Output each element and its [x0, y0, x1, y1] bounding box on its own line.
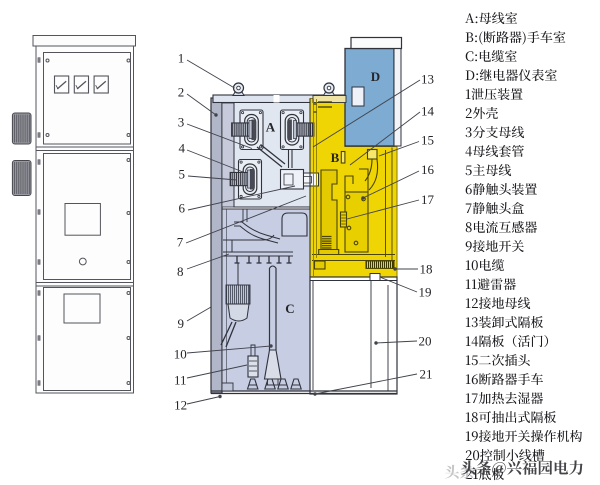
svg-text:17: 17: [421, 192, 435, 207]
svg-text:20: 20: [419, 334, 432, 349]
svg-text:2: 2: [178, 85, 185, 100]
svg-text:14: 14: [421, 104, 435, 119]
svg-text:4: 4: [178, 141, 185, 156]
svg-text:21: 21: [420, 367, 433, 382]
svg-text:5: 5: [178, 167, 185, 182]
svg-text:B: B: [331, 150, 340, 165]
svg-text:1: 1: [178, 51, 185, 66]
svg-text:12: 12: [174, 398, 187, 413]
svg-text:8: 8: [177, 264, 184, 279]
svg-text:7: 7: [177, 235, 184, 250]
svg-text:11: 11: [174, 373, 187, 388]
svg-text:18: 18: [420, 262, 433, 277]
svg-text:A: A: [266, 120, 276, 135]
svg-text:16: 16: [421, 162, 435, 177]
svg-text:10: 10: [174, 347, 187, 362]
svg-text:15: 15: [421, 133, 434, 148]
svg-text:19: 19: [419, 285, 432, 300]
svg-text:6: 6: [178, 201, 185, 216]
svg-text:D: D: [371, 69, 380, 84]
svg-text:13: 13: [421, 72, 434, 87]
svg-text:C: C: [285, 301, 294, 316]
svg-text:3: 3: [178, 115, 185, 130]
svg-text:9: 9: [178, 316, 185, 331]
